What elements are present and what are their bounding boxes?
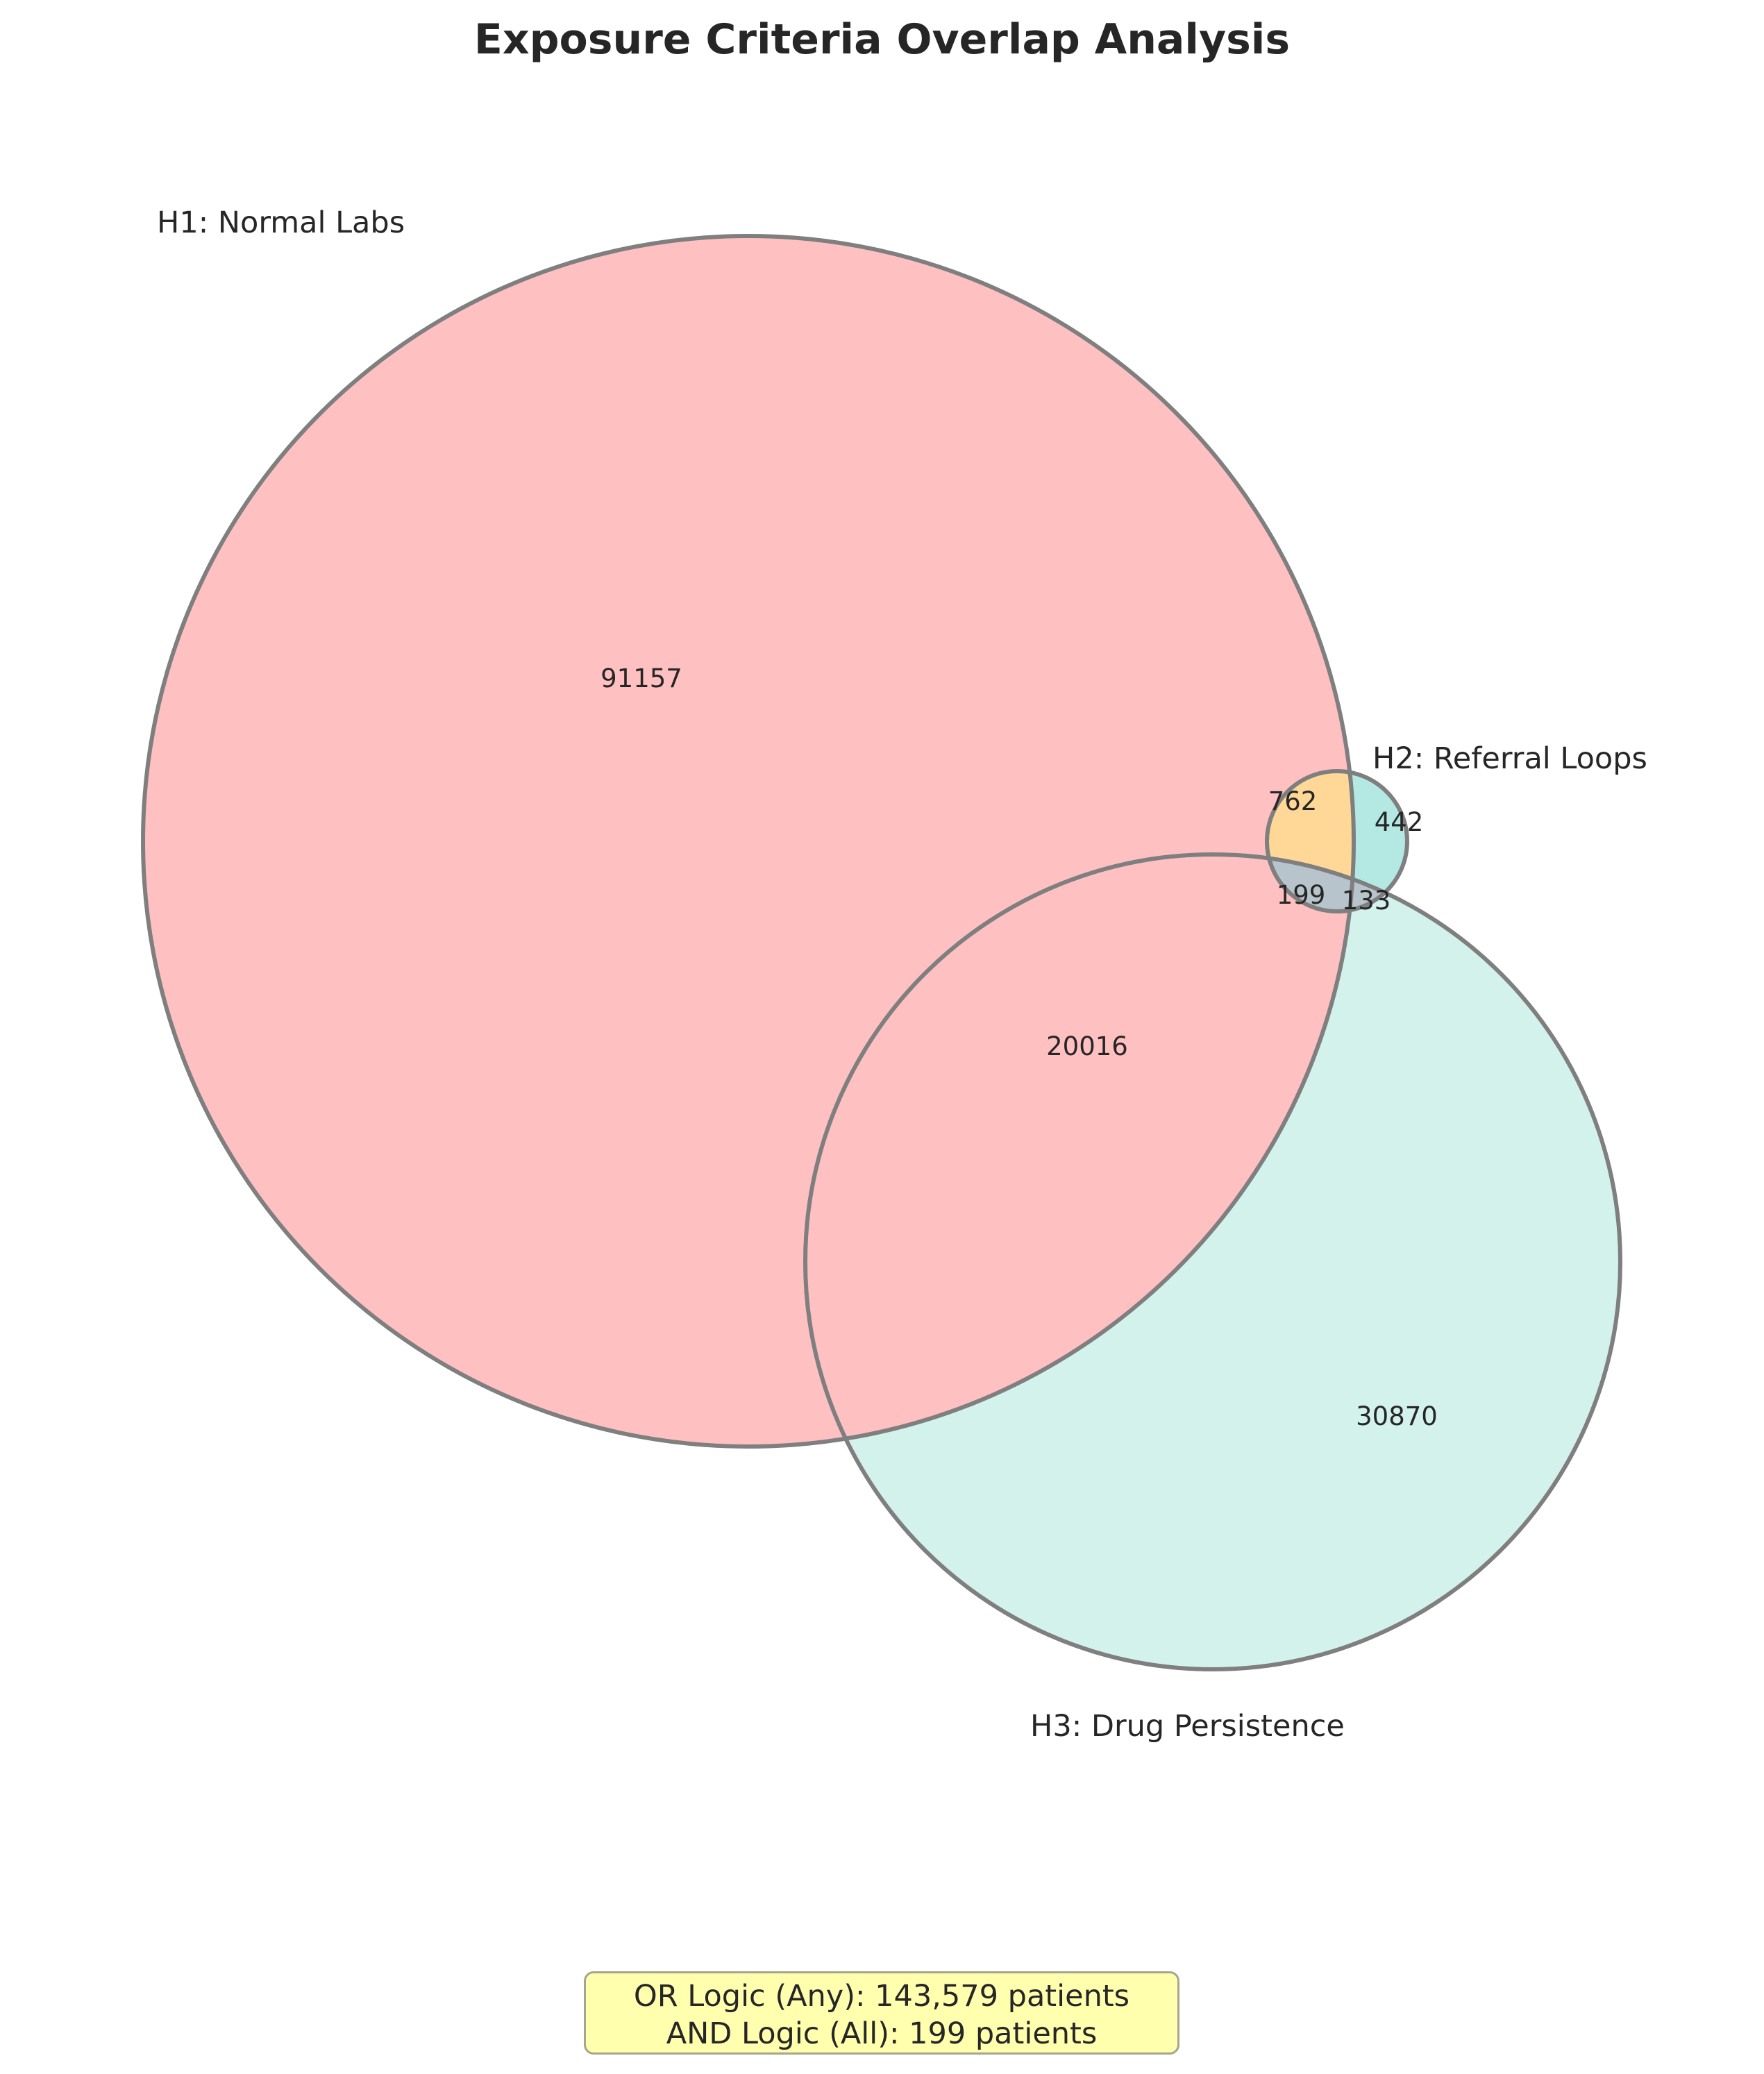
h2-circle-outline <box>1265 769 1409 913</box>
count-h1-only: 91157 <box>600 664 682 693</box>
count-h3-only: 30870 <box>1356 1401 1438 1431</box>
or-logic-summary: OR Logic (Any): 143,579 patients <box>633 1979 1130 2014</box>
count-h1-h2-h3: 199 <box>1277 880 1326 910</box>
h3-only-region-fill <box>805 854 1620 1669</box>
count-h2-only: 442 <box>1375 807 1424 837</box>
h1-circle-outline <box>141 234 1356 1449</box>
set-label-h2: H2: Referral Loops <box>1372 741 1647 776</box>
chart-title: Exposure Criteria Overlap Analysis <box>473 15 1291 64</box>
set-label-h3: H3: Drug Persistence <box>1030 1709 1345 1744</box>
count-h1-h3: 20016 <box>1046 1031 1128 1061</box>
summary-box: OR Logic (Any): 143,579 patients AND Log… <box>584 1971 1179 2055</box>
and-logic-summary: AND Logic (All): 199 patients <box>666 2016 1098 2051</box>
count-h2-h3: 133 <box>1342 886 1391 916</box>
set-label-h1: H1: Normal Labs <box>157 205 405 240</box>
count-h1-h2: 762 <box>1268 786 1318 816</box>
h3-circle-outline <box>803 852 1622 1671</box>
